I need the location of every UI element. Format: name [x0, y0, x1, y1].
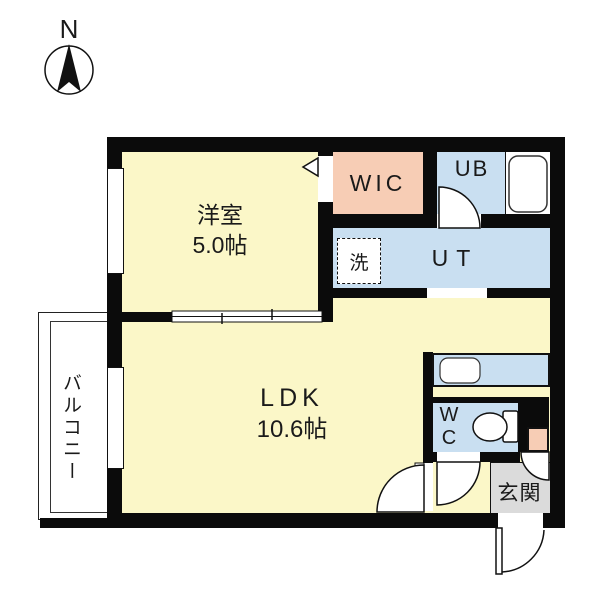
- opening-bath-door: [437, 214, 481, 228]
- compass-circle: [44, 45, 94, 95]
- opening-utility-passage: [427, 288, 487, 298]
- wic-label: WIC: [349, 169, 407, 196]
- wall-bottom: [107, 513, 565, 528]
- opening-ldk-hall-door: [423, 463, 433, 511]
- bedroom-size: 5.0帖: [192, 232, 248, 258]
- wic-area: [333, 152, 423, 214]
- kitchen-counter: [432, 353, 550, 387]
- wall-wc-right-block: [518, 397, 549, 427]
- wc-label: W C: [435, 404, 463, 450]
- entrance-label: 玄関: [497, 482, 542, 505]
- bath-label: UB: [454, 156, 490, 181]
- wall-right: [550, 137, 565, 528]
- washing-machine-box: 洗: [337, 238, 381, 284]
- wc-letter-w: W: [439, 404, 459, 426]
- washer-label: 洗: [349, 252, 369, 274]
- window-bedroom: [107, 168, 124, 274]
- ldk-size: 10.6帖: [256, 416, 328, 443]
- wall-top: [107, 137, 565, 152]
- entrance-storage-box: [527, 427, 549, 452]
- opening-entrance-door: [498, 511, 543, 530]
- ldk-label: LDK 10.6帖: [182, 383, 402, 445]
- compass-north-label: N: [59, 14, 79, 44]
- balcony-inner-line: [50, 321, 109, 513]
- wall-wc-right-lower: [518, 427, 527, 452]
- ldk-upper-connector: [333, 298, 550, 322]
- window-ldk-balcony: [107, 367, 124, 469]
- wall-balcony-bottom: [40, 518, 107, 528]
- north-arrow-icon: [57, 44, 81, 92]
- ldk-name: LDK: [260, 384, 324, 412]
- bathtub-zone: [505, 152, 551, 214]
- utility-label: UT: [431, 244, 479, 271]
- front-door-leaf: [495, 527, 503, 575]
- opening-wc-door: [437, 452, 480, 462]
- balcony-label: バルコニー: [60, 373, 81, 483]
- wall-hall-left: [423, 352, 433, 463]
- bedroom-label: 洋室 5.0帖: [120, 200, 320, 260]
- wall-wc-top: [433, 397, 549, 403]
- wall-wic-bath: [423, 152, 437, 218]
- wall-bedroom-ldk: [107, 312, 172, 322]
- front-door-arc: [501, 529, 545, 573]
- bedroom-area: [122, 152, 318, 312]
- wc-letter-c: C: [441, 427, 457, 449]
- opening-wic-door: [318, 156, 333, 202]
- bedroom-name: 洋室: [197, 202, 243, 228]
